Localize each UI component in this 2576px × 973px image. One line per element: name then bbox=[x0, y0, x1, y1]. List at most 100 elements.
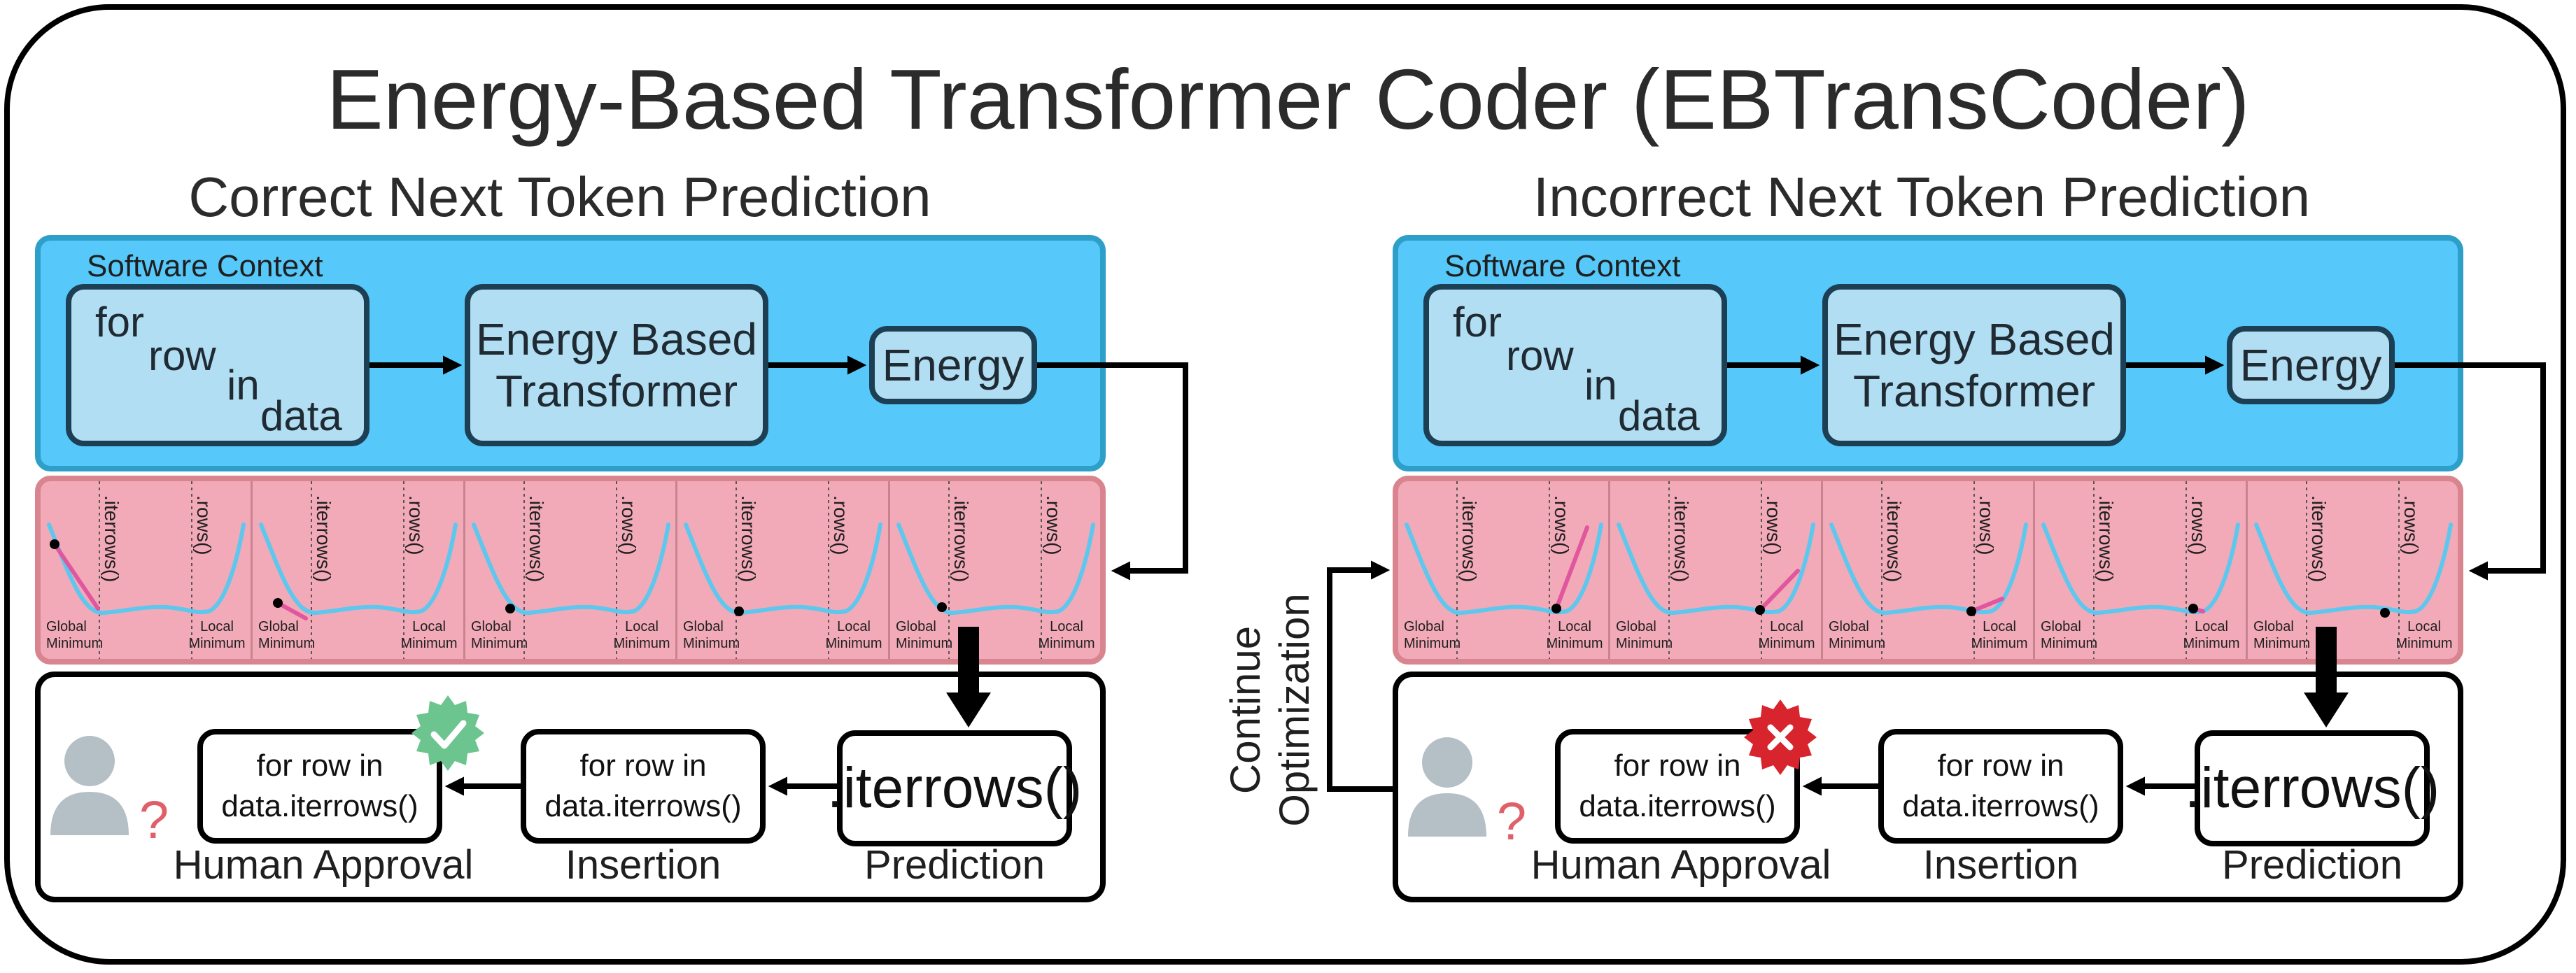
current-point bbox=[1966, 606, 1976, 616]
user-icon bbox=[50, 736, 129, 835]
token-label-rows: .rows() bbox=[1976, 495, 1997, 555]
local-minimum-label: Minimum bbox=[1759, 636, 1815, 651]
optimization-step bbox=[52, 542, 100, 611]
energy-box: Energy bbox=[869, 326, 1037, 404]
local-minimum-label: Minimum bbox=[1546, 636, 1603, 651]
landscape-svg: .iterrows().rows()GlobalMinimumLocalMini… bbox=[1829, 481, 2028, 659]
landscape-svg: .iterrows().rows()GlobalMinimumLocalMini… bbox=[1404, 481, 1603, 659]
local-minimum-label: Minimum bbox=[188, 636, 245, 651]
selection-arrow-head bbox=[946, 693, 991, 727]
current-point bbox=[50, 539, 59, 549]
global-minimum-label: Global bbox=[2253, 619, 2294, 634]
global-minimum-label: Global bbox=[471, 619, 512, 634]
global-minimum-label: Global bbox=[2041, 619, 2081, 634]
token-label-rows: .rows() bbox=[2400, 495, 2422, 555]
energy-curve bbox=[1405, 523, 1603, 615]
local-minimum-label: Local bbox=[2407, 619, 2441, 634]
global-minimum-label: Minimum bbox=[471, 636, 528, 651]
local-minimum-label: Local bbox=[1771, 619, 1804, 634]
global-minimum-label: Minimum bbox=[1404, 636, 1461, 651]
token-label-rows: .rows() bbox=[618, 495, 640, 555]
global-minimum-label: Minimum bbox=[2041, 636, 2097, 651]
local-minimum-label: Minimum bbox=[613, 636, 670, 651]
selection-arrow-head bbox=[2304, 693, 2349, 727]
code-word-in: in bbox=[1584, 362, 1617, 409]
prediction-caption: Prediction bbox=[2222, 842, 2402, 888]
current-point bbox=[2188, 604, 2199, 613]
software-context-label: Software Context bbox=[87, 249, 323, 283]
continue-optimization-arrow bbox=[1327, 560, 1393, 792]
question-mark: ? bbox=[139, 790, 169, 850]
global-minimum-label: Minimum bbox=[683, 636, 740, 651]
token-label-iterrows: .iterrows() bbox=[313, 495, 335, 582]
correct-heading: Correct Next Token Prediction bbox=[188, 166, 931, 228]
global-minimum-label: Minimum bbox=[258, 636, 315, 651]
global-minimum-label: Minimum bbox=[896, 636, 952, 651]
ebt-box: Energy Based Transformer bbox=[1822, 284, 2126, 446]
current-point bbox=[734, 606, 745, 616]
token-label-iterrows: .iterrows() bbox=[950, 495, 972, 582]
approval-caption: Human Approval bbox=[1530, 842, 1831, 888]
landscape-svg: .iterrows().rows()GlobalMinimumLocalMini… bbox=[2041, 481, 2241, 659]
token-label-rows: .rows() bbox=[1763, 495, 1785, 555]
figure-title: Energy-Based Transformer Coder (EBTransC… bbox=[326, 52, 2250, 147]
token-label-rows: .rows() bbox=[193, 495, 215, 555]
code-word-data: data bbox=[1618, 392, 1700, 439]
code-box: for row in data bbox=[1423, 284, 1727, 446]
energy-curve bbox=[47, 523, 246, 615]
global-minimum-label: Global bbox=[46, 619, 87, 634]
global-minimum-label: Minimum bbox=[1829, 636, 1885, 651]
energy-curve bbox=[2041, 523, 2241, 615]
landscape-svg: .iterrows().rows()GlobalMinimumLocalMini… bbox=[2253, 481, 2453, 659]
landscape-svg: .iterrows().rows()GlobalMinimumLocalMini… bbox=[46, 481, 246, 659]
global-minimum-label: Global bbox=[896, 619, 936, 634]
token-label-iterrows: .iterrows() bbox=[101, 495, 122, 582]
energy-feedback-arrow bbox=[2395, 362, 2546, 581]
local-minimum-label: Local bbox=[1558, 619, 1591, 634]
local-minimum-label: Local bbox=[200, 619, 234, 634]
energy-box: Energy bbox=[2227, 326, 2395, 404]
code-word-data: data bbox=[260, 392, 342, 439]
code-word-row: row bbox=[148, 332, 216, 379]
token-label-iterrows: .iterrows() bbox=[1883, 495, 1905, 582]
token-label-iterrows: .iterrows() bbox=[1670, 495, 1692, 582]
energy-curve bbox=[1617, 523, 1816, 615]
insertion-box: for row in data.iterrows() bbox=[1878, 729, 2123, 844]
local-minimum-label: Minimum bbox=[401, 636, 458, 651]
approved-badge-icon bbox=[411, 695, 484, 771]
code-word-row: row bbox=[1506, 332, 1574, 379]
approval-box: for row in data.iterrows() bbox=[197, 729, 442, 844]
local-minimum-label: Local bbox=[413, 619, 446, 634]
global-minimum-label: Minimum bbox=[2253, 636, 2310, 651]
landscape-svg: .iterrows().rows()GlobalMinimumLocalMini… bbox=[896, 481, 1095, 659]
token-label-rows: .rows() bbox=[1551, 495, 1572, 555]
local-minimum-label: Local bbox=[1050, 619, 1083, 634]
energy-curve bbox=[896, 523, 1095, 615]
prediction-box: .iterrows() bbox=[827, 730, 1082, 846]
selection-arrow-shaft bbox=[958, 627, 979, 693]
ebt-box: Energy Based Transformer bbox=[465, 284, 768, 446]
token-label-rows: .rows() bbox=[1043, 495, 1064, 555]
local-minimum-label: Local bbox=[1983, 619, 2016, 634]
energy-curve bbox=[471, 523, 670, 615]
prediction-box: .iterrows() bbox=[2185, 730, 2440, 846]
global-minimum-label: Global bbox=[258, 619, 299, 634]
energy-feedback-arrow bbox=[1037, 362, 1188, 581]
token-label-rows: .rows() bbox=[405, 495, 427, 555]
energy-curve bbox=[259, 523, 458, 615]
landscape-svg: .iterrows().rows()GlobalMinimumLocalMini… bbox=[1616, 481, 1816, 659]
token-label-iterrows: .iterrows() bbox=[1458, 495, 1480, 582]
outer-frame bbox=[4, 4, 2566, 965]
local-minimum-label: Minimum bbox=[2183, 636, 2240, 651]
optimization-step bbox=[1969, 597, 2004, 613]
insertion-caption: Insertion bbox=[565, 842, 722, 888]
current-point bbox=[936, 602, 947, 612]
